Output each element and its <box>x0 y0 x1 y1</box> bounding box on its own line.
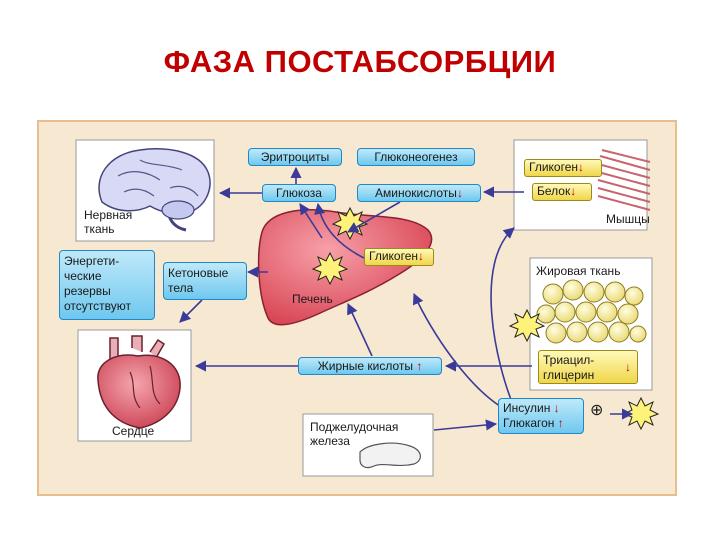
muscles-caption: Мышцы <box>606 212 650 226</box>
arrow-pancreas-to-hormones <box>433 419 498 431</box>
muscle-protein-label: Белок↓ <box>532 183 592 201</box>
gluconeogenesis-label: Глюконеогенез <box>357 148 475 166</box>
liver-glycogen-label: Гликоген↓ <box>364 248 434 266</box>
muscle-fibers-illustration <box>597 149 651 211</box>
glucose-label: Глюкоза <box>262 184 336 202</box>
arrow-fattyacids-to-liver <box>347 302 373 357</box>
muscle-glycogen-label: Гликоген↓ <box>524 159 602 177</box>
arrow-glycogen-to-glucose <box>314 202 365 259</box>
liver-caption: Печень <box>292 292 333 306</box>
page-title: ФАЗА ПОСТАБСОРБЦИИ <box>163 44 557 79</box>
triacylglycerin-label: Триацил- глицерин↓ <box>538 350 638 384</box>
arrow-aminoacids-to-liver <box>347 201 401 233</box>
pathway-arrows <box>179 166 634 431</box>
nervous-tissue-caption: Нервная ткань <box>84 208 133 236</box>
erythrocytes-label: Эритроциты <box>248 148 342 166</box>
arrow-glucagon-to-liver <box>412 292 511 413</box>
plus-sign-icon: ⊕ <box>590 402 604 419</box>
fat-cells-illustration <box>536 279 647 344</box>
arrow-glucagon-to-muscle <box>490 227 517 413</box>
pancreas-caption: Поджелудочная железа <box>310 420 399 448</box>
decrease-arrow: ↓ <box>456 186 463 200</box>
brain-illustration <box>98 148 211 232</box>
heart-caption: Сердце <box>112 424 155 438</box>
adipose-tissue-caption: Жировая ткань <box>536 264 621 278</box>
hormones-label: Инсулин ↓ Глюкагон ↑ <box>498 398 584 434</box>
amino-acids-label: Аминокислоты↓ <box>357 184 481 202</box>
fatty-acids-label: Жирные кислоты ↑ <box>298 357 442 375</box>
pancreas-illustration <box>359 442 421 469</box>
arrow-liver-to-glucose <box>299 203 323 239</box>
ketone-bodies-label: Кетоновые тела <box>163 262 247 300</box>
arrow-ketones-to-heart <box>179 299 203 323</box>
heart-illustration <box>97 335 181 429</box>
increase-arrow: ↑ <box>416 359 423 373</box>
liver-illustration <box>257 209 433 326</box>
energy-reserves-label: Энергети- ческие резервы отсутствуют <box>59 250 155 320</box>
